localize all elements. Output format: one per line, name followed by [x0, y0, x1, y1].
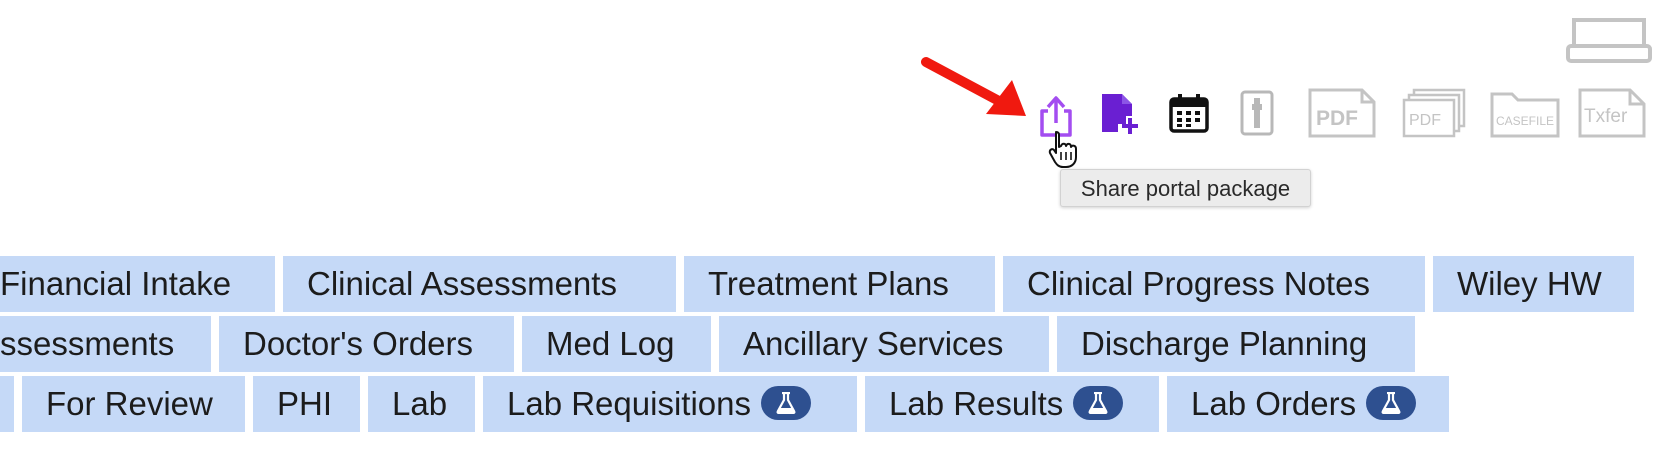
- tab-clinical-progress-notes[interactable]: Clinical Progress Notes: [1003, 256, 1425, 312]
- casefile-icon[interactable]: CASEFILE: [1490, 88, 1560, 138]
- tab-lab-results[interactable]: Lab Results: [865, 376, 1159, 432]
- tab-assessments[interactable]: ssessments: [0, 316, 211, 372]
- tab-ancillary-services[interactable]: Ancillary Services: [719, 316, 1049, 372]
- tab-for-review[interactable]: For Review: [22, 376, 245, 432]
- flask-badge-icon: [1366, 386, 1417, 421]
- tab-med-log[interactable]: Med Log: [522, 316, 711, 372]
- red-arrow-annotation: [920, 50, 1035, 125]
- flask-badge-icon: [761, 386, 811, 421]
- flask-badge-icon: [1073, 386, 1124, 421]
- txfer-icon-label: Txfer: [1584, 106, 1628, 127]
- binder-icon[interactable]: [1240, 90, 1274, 136]
- tab-lab[interactable]: Lab: [368, 376, 475, 432]
- tab-lab-orders[interactable]: Lab Orders: [1167, 376, 1449, 432]
- tab-lab-requisitions[interactable]: Lab Requisitions: [483, 376, 857, 432]
- tab-label: Lab Requisitions: [507, 385, 751, 422]
- tab-doctors-orders[interactable]: Doctor's Orders: [219, 316, 514, 372]
- tab-financial-intake[interactable]: Financial Intake: [0, 256, 275, 312]
- share-portal-tooltip: Share portal package: [1060, 169, 1311, 207]
- casefile-icon-label: CASEFILE: [1496, 114, 1554, 128]
- pdf-icon-label: PDF: [1316, 107, 1358, 130]
- tab-clinical-assessments[interactable]: Clinical Assessments: [283, 256, 676, 312]
- txfer-icon[interactable]: Txfer: [1578, 88, 1646, 138]
- pdf-stack-icon[interactable]: PDF: [1402, 88, 1468, 138]
- tab-treatment-plans[interactable]: Treatment Plans: [684, 256, 995, 312]
- tab-wiley-hw[interactable]: Wiley HW: [1433, 256, 1634, 312]
- printer-icon[interactable]: [1566, 18, 1652, 64]
- tab-label: Lab Orders: [1191, 385, 1357, 422]
- tab-truncated[interactable]: [0, 376, 14, 432]
- tab-label: Lab Results: [889, 385, 1064, 422]
- hand-cursor-icon: [1048, 130, 1080, 170]
- pdf-icon[interactable]: PDF: [1308, 88, 1376, 138]
- calendar-icon[interactable]: [1168, 92, 1210, 134]
- pdf-stack-icon-label: PDF: [1409, 112, 1441, 129]
- tab-discharge-planning[interactable]: Discharge Planning: [1057, 316, 1415, 372]
- new-document-icon[interactable]: [1100, 92, 1144, 136]
- tab-phi[interactable]: PHI: [253, 376, 360, 432]
